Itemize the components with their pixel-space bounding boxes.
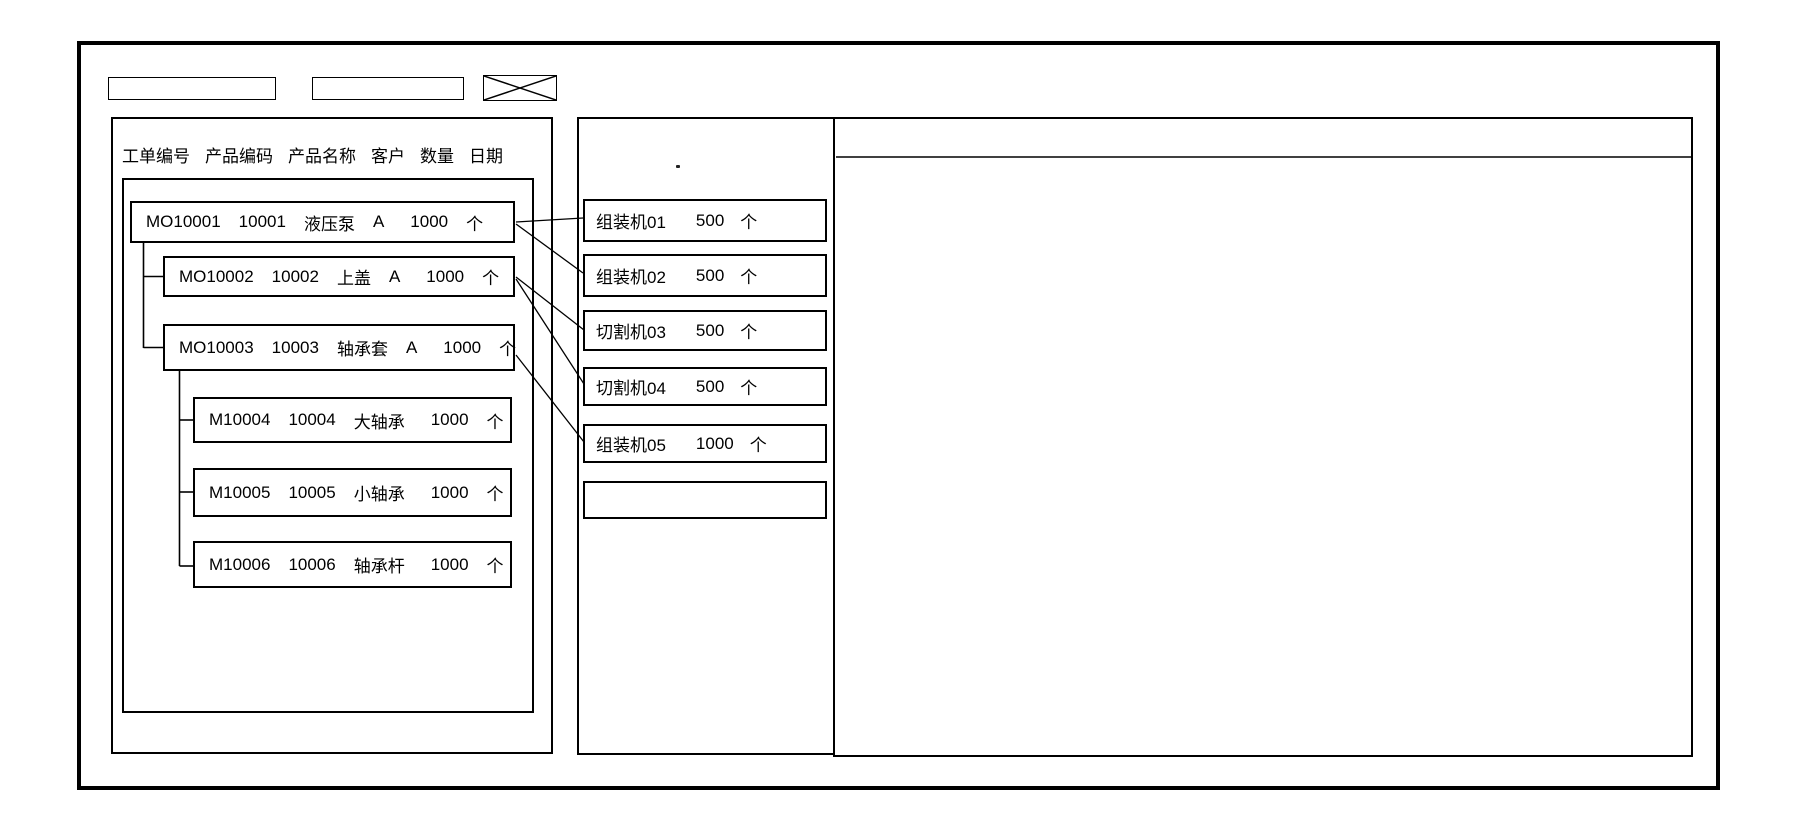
wo-number: MO10003 [179, 337, 254, 357]
close-x-icon [483, 75, 557, 101]
customer: A [388, 266, 401, 286]
machine-qty: 500 [695, 376, 725, 396]
unit: 个 [486, 485, 504, 504]
unit: 个 [486, 557, 504, 576]
customer: A [372, 212, 385, 231]
product-name: 大轴承 [353, 412, 405, 432]
wo-number: M10006 [209, 554, 271, 574]
machine-unit: 个 [740, 323, 758, 342]
work-order-node-M10004[interactable]: M10004 10004 大轴承 1000 个 [193, 397, 512, 443]
detail-panel [833, 117, 1693, 757]
toolbar-field-1[interactable] [108, 77, 276, 100]
product-name: 轴承杆 [353, 557, 405, 576]
quantity: 1000 [410, 212, 449, 231]
product-code: 10002 [271, 266, 319, 286]
column-header-qty: 数量 [420, 147, 454, 166]
unit: 个 [499, 340, 517, 359]
wo-number: M10004 [209, 410, 271, 429]
column-header-date: 日期 [469, 147, 503, 166]
work-order-node-MO10001[interactable]: MO10001 10001 液压泵 A 1000 个 [130, 201, 515, 243]
column-header-row: 工单编号 产品编码 产品名称 客户 数量 日期 [122, 146, 503, 168]
column-header-customer: 客户 [371, 147, 405, 166]
stray-dot [676, 165, 680, 168]
unit: 个 [466, 214, 484, 234]
quantity: 1000 [426, 266, 465, 286]
quantity: 1000 [430, 410, 469, 429]
product-code: 10005 [288, 482, 336, 502]
machine-qty: 1000 [695, 433, 734, 453]
machine-unit: 个 [740, 379, 758, 398]
work-order-node-MO10002[interactable]: MO10002 10002 上盖 A 1000 个 [163, 256, 515, 297]
product-code: 10003 [271, 337, 319, 357]
machine-unit: 个 [740, 213, 758, 232]
machine-name: 切割机04 [596, 379, 666, 398]
quantity: 1000 [443, 337, 482, 357]
machine-card-2[interactable]: 组装机02 500 个 [583, 254, 827, 297]
wo-number: MO10001 [146, 212, 221, 231]
machine-qty: 500 [695, 320, 725, 340]
machine-card-5[interactable]: 组装机05 1000 个 [583, 424, 827, 463]
machine-unit: 个 [749, 436, 767, 455]
product-name: 小轴承 [353, 485, 405, 504]
quantity: 1000 [430, 482, 469, 502]
wo-number: M10005 [209, 482, 271, 502]
work-order-node-M10005[interactable]: M10005 10005 小轴承 1000 个 [193, 468, 512, 517]
machine-card-4[interactable]: 切割机04 500 个 [583, 367, 827, 406]
machine-qty: 500 [695, 210, 725, 230]
machine-unit: 个 [740, 268, 758, 287]
wo-number: MO10002 [179, 266, 254, 286]
product-code: 10004 [288, 410, 336, 429]
quantity: 1000 [430, 554, 469, 574]
unit: 个 [486, 412, 504, 432]
product-code: 10001 [238, 212, 286, 231]
product-name: 轴承套 [336, 340, 388, 359]
machine-name: 组装机02 [596, 268, 666, 287]
work-order-node-MO10003[interactable]: MO10003 10003 轴承套 A 1000 个 [163, 324, 517, 371]
toolbar-field-2[interactable] [312, 77, 464, 100]
machine-name: 组装机01 [596, 213, 666, 232]
machine-qty: 500 [695, 265, 725, 285]
machine-name: 切割机03 [596, 323, 666, 342]
machine-card-1[interactable]: 组装机01 500 个 [583, 199, 827, 242]
unit: 个 [482, 269, 500, 288]
column-header-wo: 工单编号 [122, 147, 190, 166]
column-header-code: 产品编码 [205, 147, 273, 166]
product-code: 10006 [288, 554, 336, 574]
product-name: 上盖 [336, 269, 371, 288]
machine-card-3[interactable]: 切割机03 500 个 [583, 310, 827, 351]
machine-card-empty[interactable] [583, 481, 827, 519]
work-order-node-M10006[interactable]: M10006 10006 轴承杆 1000 个 [193, 541, 512, 588]
machine-name: 组装机05 [596, 436, 666, 455]
product-name: 液压泵 [303, 214, 355, 234]
customer: A [405, 337, 418, 357]
close-button[interactable] [483, 75, 557, 101]
column-header-name: 产品名称 [288, 147, 356, 166]
